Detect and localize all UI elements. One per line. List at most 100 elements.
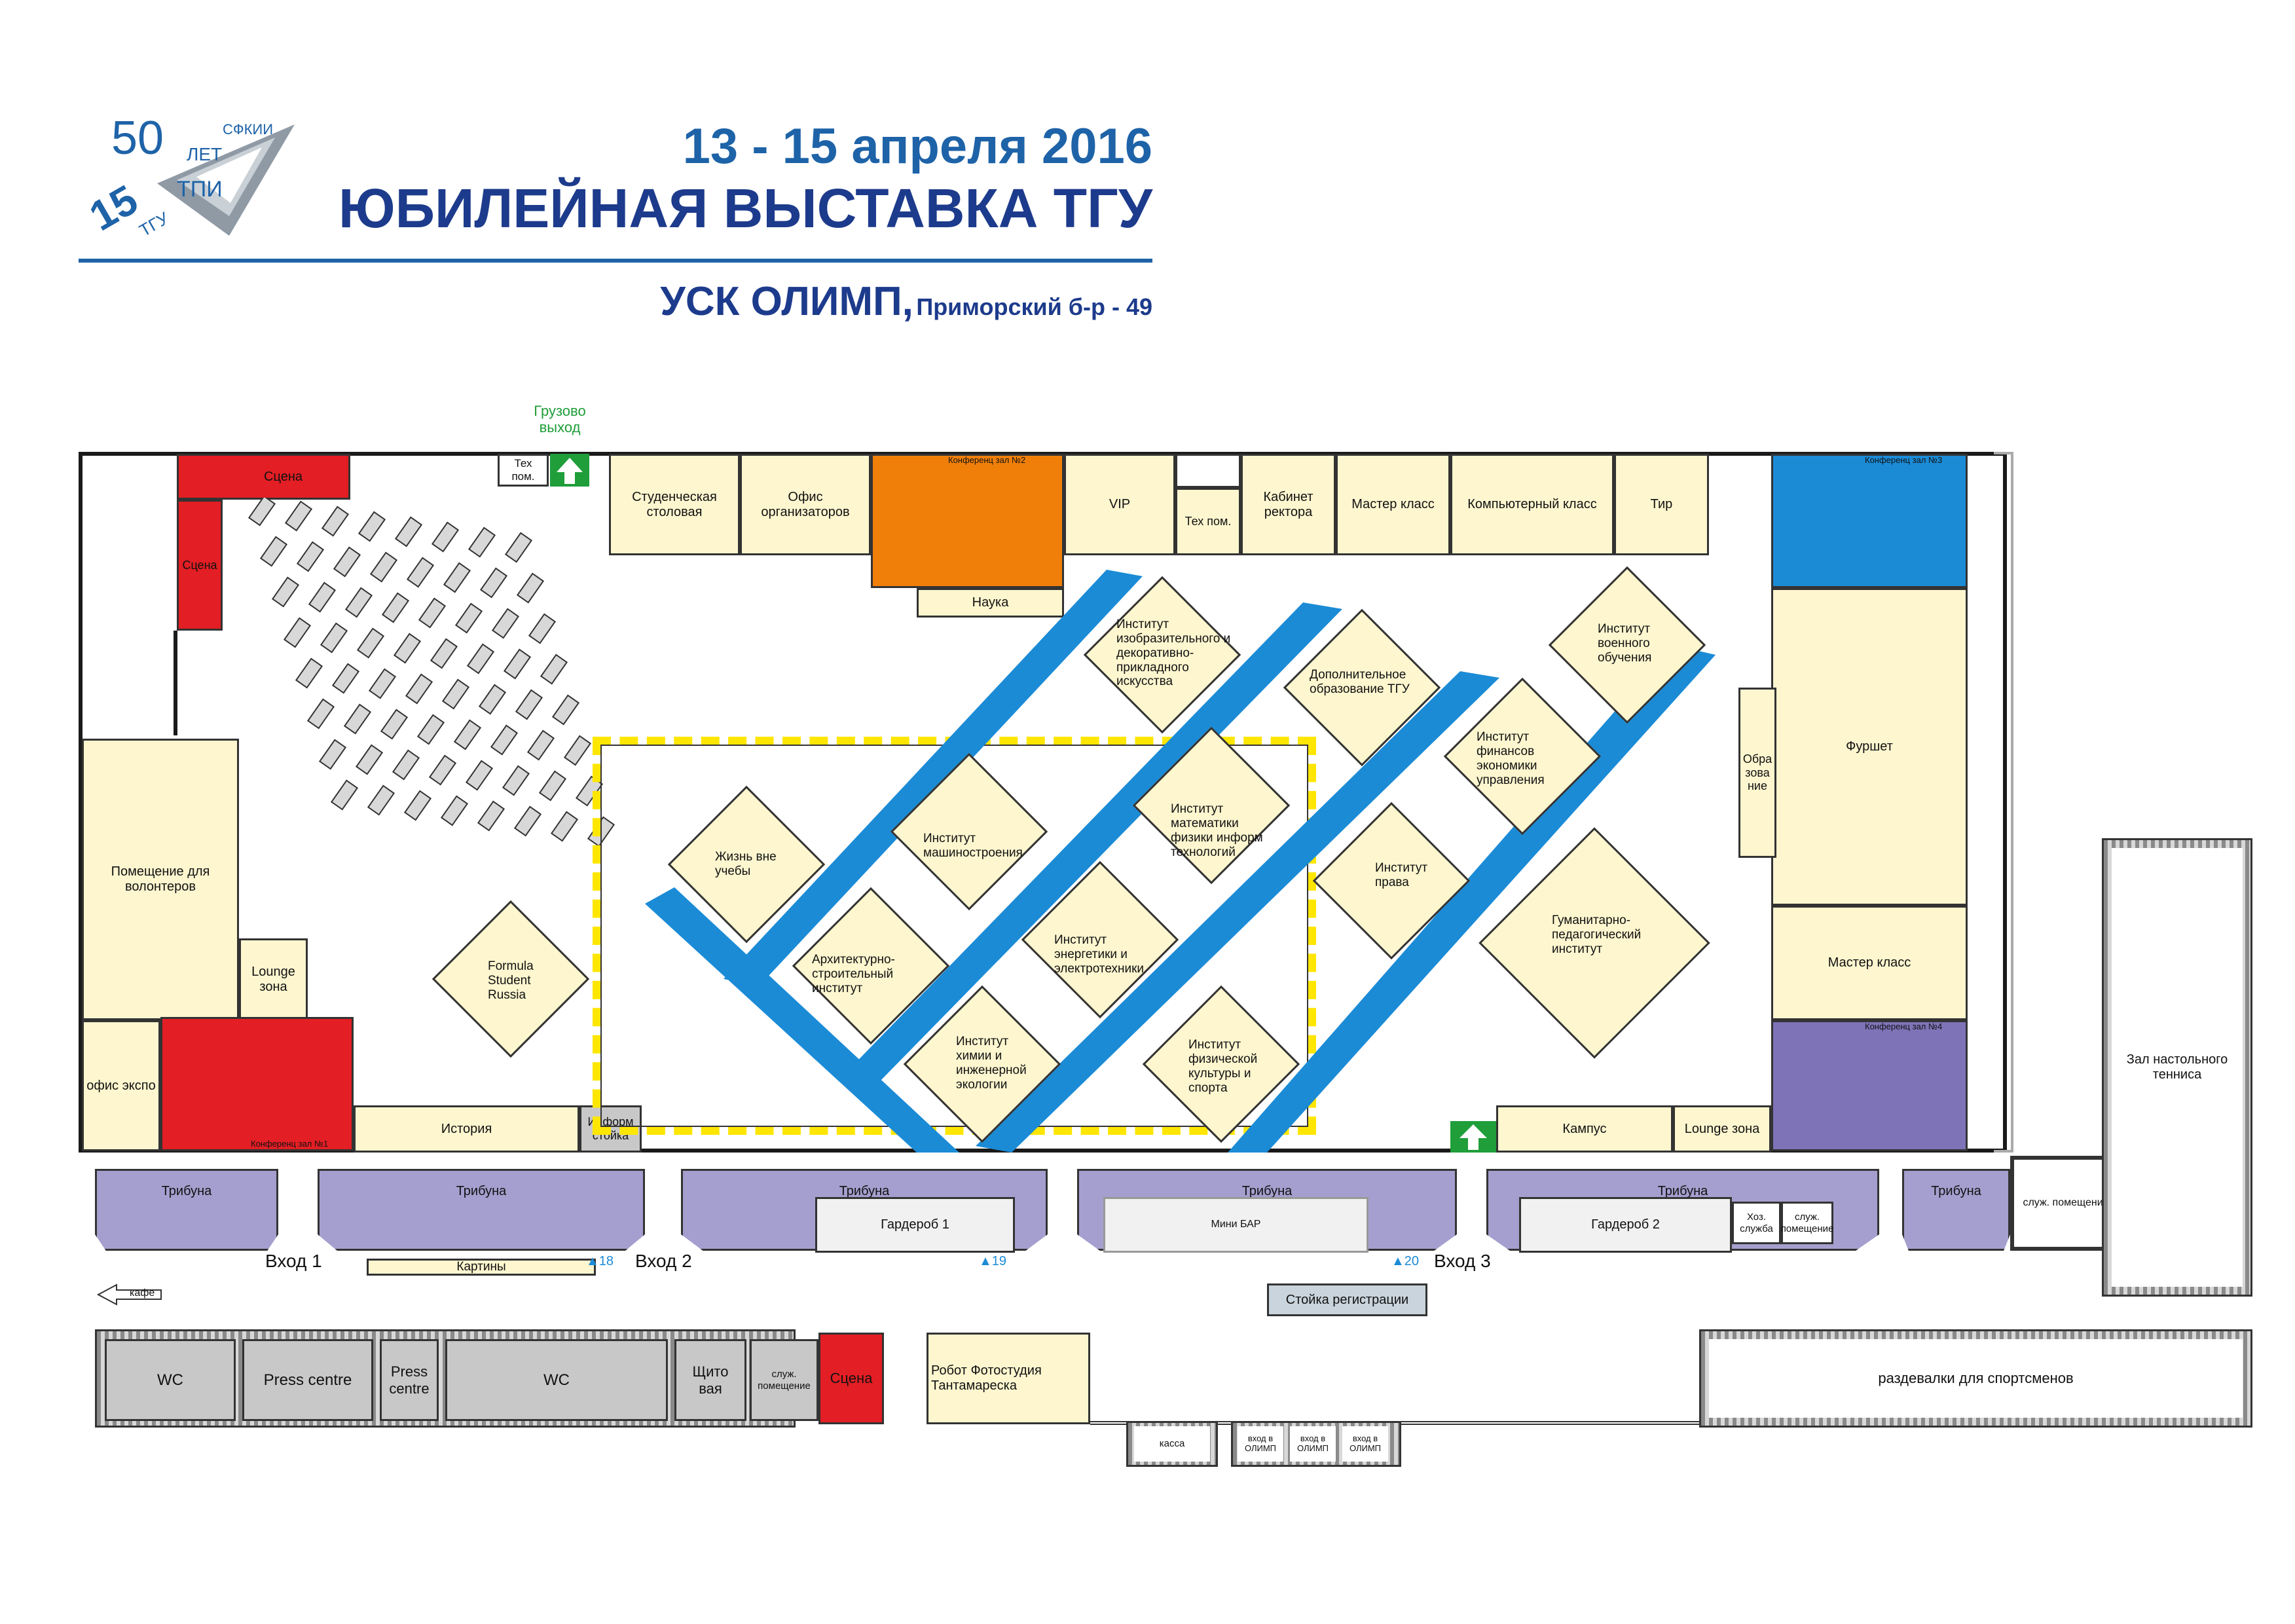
- conf-hall-1: Конференц зал №1: [160, 1017, 354, 1151]
- seat-block: [318, 739, 347, 770]
- seat-block: [368, 668, 397, 699]
- institute-additional-education-label: Дополнительное образование ТГУ: [1310, 668, 1410, 696]
- scene-bottom: Сцена: [818, 1333, 884, 1424]
- seat-block: [343, 703, 372, 735]
- life-beyond-study-label: Жизнь вне учебы: [715, 850, 777, 878]
- seat-block: [538, 770, 567, 802]
- institute-fine-arts-label: Институт изобразительного и декоративно-…: [1116, 618, 1231, 689]
- conf-hall-2: Конференц зал №2: [871, 454, 1064, 588]
- lounge-zone-2: Lounge зона: [1673, 1105, 1771, 1153]
- seat-block: [403, 790, 432, 821]
- seat-block: [416, 714, 445, 745]
- conf-hall-3-label: Конференц зал №3: [1865, 455, 1943, 465]
- tribune-2-label: Трибуна: [456, 1184, 507, 1198]
- tribune-3-label: Трибуна: [839, 1184, 890, 1198]
- auditorium-seating: [248, 498, 615, 847]
- freight-exit-label: Грузово выход: [534, 403, 586, 436]
- marker-19-number: 19: [991, 1254, 1007, 1268]
- locker-rooms: раздевалки для спортсменов: [1709, 1339, 2243, 1418]
- seat-block: [430, 638, 458, 669]
- buffet: Фуршет: [1771, 588, 1968, 906]
- switchboard: Щито вая: [674, 1339, 746, 1421]
- exit-arrow-icon: [1450, 1121, 1496, 1153]
- rector-office: Кабинет ректора: [1241, 454, 1336, 555]
- institute-math-physics-it-label: Институт математики физики информ технол…: [1171, 802, 1263, 859]
- logo-50: 50: [111, 112, 164, 164]
- seat-block: [503, 648, 532, 680]
- table-tennis-inner: Зал настольного тенниса: [2112, 848, 2243, 1287]
- logo-tpi: ТПИ: [177, 177, 223, 202]
- venue-name: УСК ОЛИМП,: [660, 279, 913, 324]
- seat-block: [344, 587, 373, 618]
- computer-class: Компьютерный класс: [1450, 454, 1614, 555]
- stage-top-label: Сцена: [264, 469, 303, 484]
- lounge-zone-1: Lounge зона: [239, 938, 308, 1020]
- tribune-1: Трибуна: [95, 1169, 278, 1251]
- entrance-3: Вход 3: [1434, 1251, 1491, 1271]
- seat-block: [355, 744, 384, 775]
- marker-20: ▲20: [1391, 1254, 1420, 1268]
- logo: 50 ЛЕТ ТПИ 15 ТГУ СФКИИ: [79, 98, 301, 249]
- science: Наука: [917, 588, 1064, 618]
- press-centre-1: Press centre: [242, 1339, 373, 1421]
- marker-18-number: 18: [598, 1254, 614, 1268]
- seat-block: [259, 536, 288, 567]
- tribune-6-label: Трибуна: [1931, 1184, 1981, 1198]
- institute-sport-label: Институт физической культуры и спорта: [1188, 1038, 1258, 1095]
- seat-block: [306, 698, 335, 729]
- seat-block: [502, 765, 530, 796]
- conf-hall-4-label: Конференц зал №4: [1865, 1022, 1943, 1031]
- cafe-arrow: кафе: [96, 1283, 162, 1306]
- robot-photostudio: Робот Фотостудия Тантамареска: [927, 1333, 1090, 1424]
- seat-block: [526, 729, 555, 761]
- service-room-3: служ. помещение: [750, 1339, 818, 1421]
- institute-law-label: Институт права: [1375, 861, 1428, 889]
- service-room-1: служ. помещение: [1781, 1202, 1833, 1244]
- seat-block: [441, 678, 470, 710]
- tribune-4-label: Трибуна: [1241, 1184, 1293, 1198]
- organizers-office: Офис организаторов: [740, 454, 871, 555]
- vip: VIP: [1064, 454, 1175, 555]
- seat-block: [504, 532, 533, 563]
- seat-block: [465, 760, 494, 791]
- outer-right-edge: [1994, 452, 2013, 1153]
- venue-address: Приморский б-р - 49: [916, 293, 1152, 320]
- wardrobe-1: Гардероб 1: [815, 1197, 1015, 1253]
- tribune-5-label: Трибуна: [1657, 1184, 1708, 1198]
- seat-block: [308, 581, 337, 613]
- cafe-label: кафе: [130, 1287, 155, 1299]
- conf-hall-4: Конференц зал №4: [1771, 1020, 1968, 1151]
- education-booth: Обра зова ние: [1738, 688, 1776, 858]
- seat-block: [528, 613, 557, 644]
- olimp-entrance-3: вход в ОЛИМП: [1342, 1426, 1388, 1462]
- institute-architecture-label: Архитектурно-строительный институт: [812, 953, 895, 995]
- tech-room-2: Тех пом.: [1175, 488, 1241, 555]
- olimp-entrance-2: вход в ОЛИМП: [1290, 1426, 1336, 1462]
- seat-block: [491, 608, 520, 639]
- institute-humanities-label: Гуманитарно-педагогический институт: [1552, 913, 1642, 956]
- seat-block: [490, 724, 519, 756]
- seat-block: [468, 526, 496, 558]
- seat-block: [563, 735, 592, 766]
- paintings: Картины: [367, 1259, 596, 1276]
- seat-block: [431, 521, 460, 553]
- seat-block: [333, 546, 361, 578]
- seat-block: [271, 576, 300, 608]
- registration-desk: Стойка регистрации: [1267, 1283, 1427, 1316]
- seat-block: [392, 749, 420, 781]
- cashier: касса: [1134, 1426, 1210, 1462]
- seat-block: [296, 541, 325, 572]
- seat-block: [443, 562, 471, 593]
- stage-side: Сцена: [177, 500, 223, 631]
- stage-side-label: Сцена: [182, 558, 217, 572]
- seat-block: [428, 754, 457, 786]
- seat-block: [320, 622, 348, 654]
- seat-block: [380, 709, 409, 740]
- conf-hall-1-label: Конференц зал №1: [251, 1139, 329, 1149]
- olimp-entrance-1: вход в ОЛИМП: [1238, 1426, 1283, 1462]
- institute-military-label: Институт военного обучения: [1598, 622, 1652, 665]
- vip-corridor: [1175, 454, 1241, 488]
- seat-block: [513, 805, 542, 837]
- mini-bar-label: Мини БАР: [1211, 1219, 1261, 1230]
